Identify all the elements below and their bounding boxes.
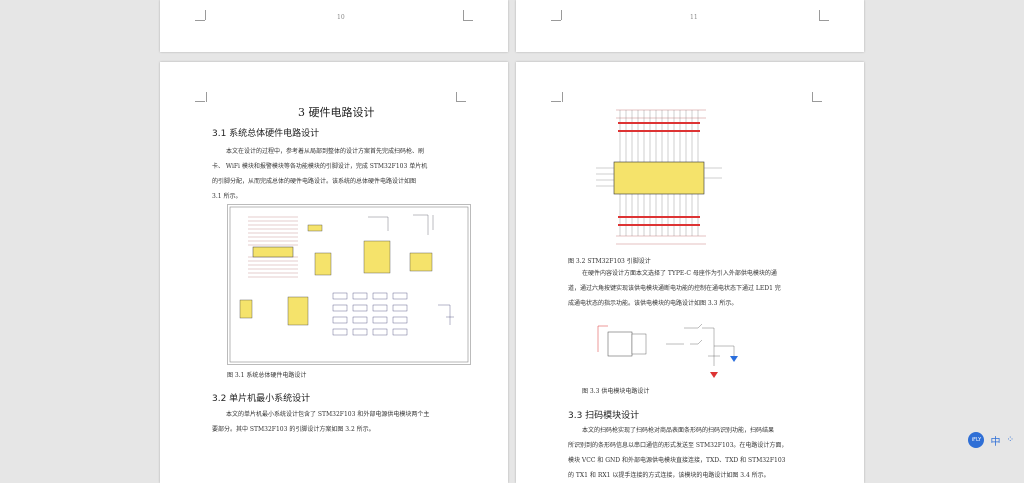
- corner-mark: [195, 101, 205, 102]
- figure-system-schematic: [227, 204, 471, 365]
- page-right: 图 3.2 STM32F103 引脚设计 在硬件内容设计方面本文选择了 TYPE…: [516, 62, 864, 483]
- page-11: 11: [516, 0, 864, 52]
- page-10: 10: [160, 0, 508, 52]
- body-line: 3.1 所示。: [212, 193, 242, 200]
- corner-mark: [812, 101, 822, 102]
- power-drawing: [597, 323, 738, 378]
- figure-caption: 图 3.3 供电模块电路设计: [582, 388, 650, 395]
- corner-mark: [463, 20, 473, 21]
- figure-caption: 图 3.1 系统总体硬件电路设计: [227, 372, 307, 379]
- corner-mark: [205, 10, 207, 20]
- body-line: 所识别到的条形码信息以串口通信的形式发送至 STM32F103。在电路设计方面，: [568, 442, 788, 449]
- corner-mark: [561, 10, 563, 20]
- corner-mark: [463, 10, 465, 20]
- corner-mark: [819, 20, 829, 21]
- body-line: 成通电状态的指示功能。该供电模块的电路设计如图 3.3 所示。: [568, 300, 738, 307]
- body-line: 本文的扫码枪实现了扫码枪对商品表面条形码的扫码识别功能，扫码结果: [582, 427, 775, 434]
- figure-caption: 图 3.2 STM32F103 引脚设计: [568, 258, 651, 265]
- settings-dots-icon[interactable]: ⁘: [1006, 435, 1014, 445]
- section-title: 3.3 扫码模块设计: [568, 411, 640, 421]
- body-line: 模块 VCC 和 GND 和外部电源供电模块直接连接，TXD、TXD 和 STM…: [568, 457, 786, 464]
- corner-mark: [205, 92, 207, 102]
- page-number: 10: [337, 14, 345, 21]
- corner-mark: [195, 20, 205, 21]
- page-number: 11: [690, 14, 698, 21]
- body-line: 在硬件内容设计方面本文选择了 TYPE-C 母座作为引入外部供电模块的通: [582, 270, 777, 277]
- corner-mark: [456, 92, 458, 102]
- ime-logo-icon[interactable]: iFLY: [968, 432, 985, 448]
- corner-mark: [551, 20, 561, 21]
- body-line: 要部分。其中 STM32F103 的引脚设计方案如图 3.2 所示。: [212, 426, 375, 433]
- body-line: 卡、 WiFi 模块和报警模块等各功能模块的引脚设计，完成 STM32F103 …: [212, 163, 428, 170]
- ime-language-toggle[interactable]: 中: [990, 436, 1001, 448]
- ime-toolbar[interactable]: iFLY 中 ⁘: [968, 432, 1014, 448]
- body-line: 的 TX1 和 RX1 以提手连接的方式连接，该模块的电路设计如图 3.4 所示…: [568, 472, 770, 479]
- figure-stm32-pinout: [596, 104, 722, 252]
- corner-mark: [456, 101, 466, 102]
- corner-mark: [551, 101, 561, 102]
- chapter-title: 3 硬件电路设计: [298, 106, 375, 119]
- pinout-drawing: [596, 109, 722, 245]
- body-line: 的引脚分配，从而完成总体的硬件电路设计。该系统的总体硬件电路设计如图: [212, 178, 417, 185]
- body-line: 本文在设计的过程中，参考着从局部到整体的设计方案首先完成扫码枪、刷: [226, 148, 425, 155]
- figure-power-module: [594, 316, 740, 382]
- section-title: 3.2 单片机最小系统设计: [212, 394, 311, 404]
- page-left: 3 硬件电路设计 3.1 系统总体硬件电路设计 本文在设计的过程中，参考着从局部…: [160, 62, 508, 483]
- corner-mark: [561, 92, 563, 102]
- schematic-drawing: [229, 206, 469, 363]
- body-line: 道，通过六角按键实现该供电模块通断电功能的控制在通电状态下通过 LED1 完: [568, 285, 781, 292]
- body-line: 本文的单片机最小系统设计包含了 STM32F103 和外部电源供电模块两个主: [226, 411, 430, 418]
- corner-mark: [812, 92, 814, 102]
- corner-mark: [819, 10, 821, 20]
- section-title: 3.1 系统总体硬件电路设计: [212, 129, 320, 139]
